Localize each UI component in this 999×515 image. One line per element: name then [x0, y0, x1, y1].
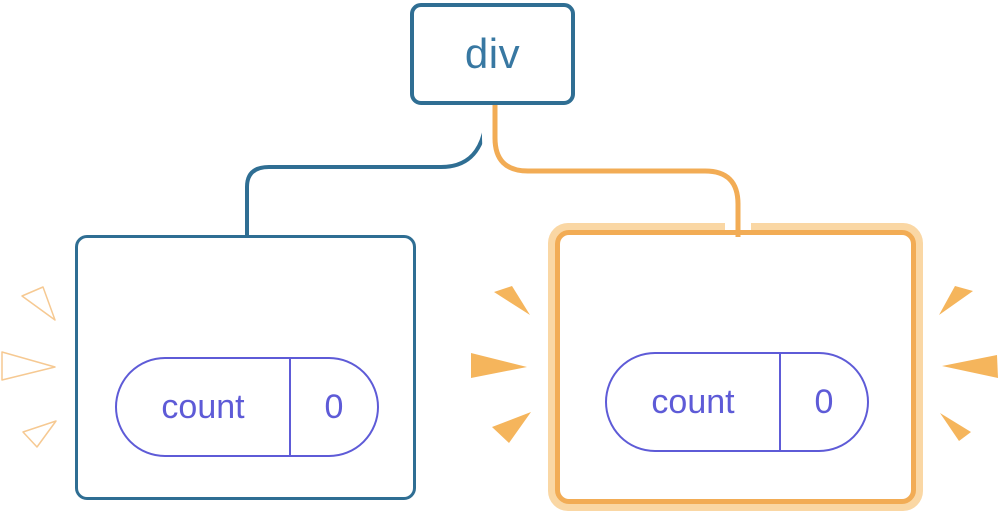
state-value-left: 0 — [324, 387, 344, 426]
tree-node-div: div — [410, 3, 575, 105]
sparks-left-white-icon — [1, 286, 57, 448]
wire-right-casing-icon — [482, 105, 751, 230]
state-value-right: 0 — [814, 382, 834, 421]
wire-right-icon — [492, 105, 741, 237]
state-pill-right: count 0 — [605, 352, 869, 452]
sparks-right-outer-icon — [939, 286, 998, 441]
state-key-right: count — [607, 354, 781, 450]
wire-left-icon — [245, 104, 489, 237]
state-pill-left: count 0 — [115, 357, 379, 457]
div-node-label: div — [464, 30, 521, 77]
sparks-right-inner-icon — [471, 286, 531, 443]
state-key-left: count — [117, 359, 291, 455]
